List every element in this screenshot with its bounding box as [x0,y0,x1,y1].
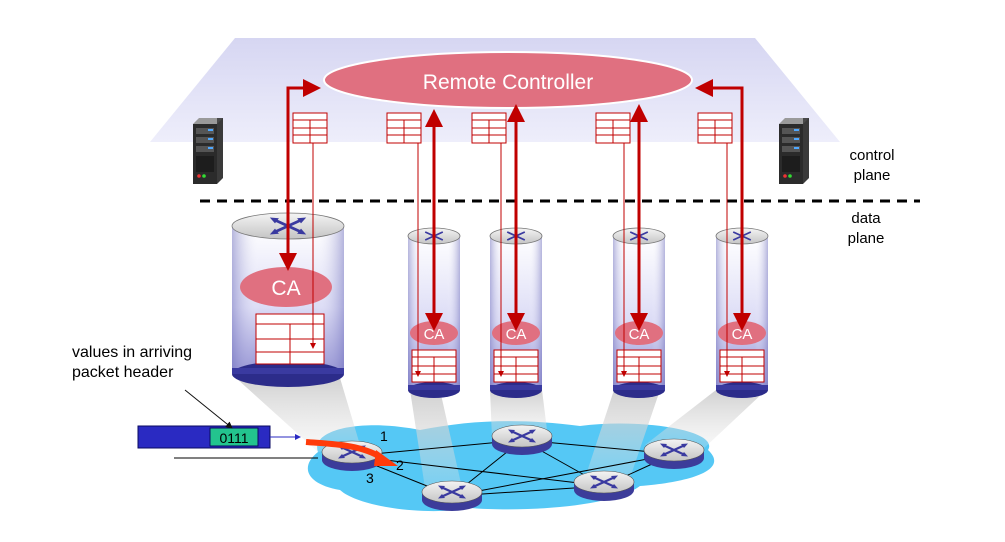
annotation-line2: packet header [72,364,174,381]
controller-flow-table [292,112,328,144]
annotation-line1: values in arriving [72,344,192,361]
packet-header-value: 0111 [219,430,248,446]
controller-flow-table [471,112,507,144]
router-icon [642,437,706,471]
projection-beam [645,390,766,450]
server-icon [193,118,223,184]
remote-controller-label: Remote Controller [423,71,593,94]
control-agent [410,321,458,345]
data-plane-label-line1: data [851,210,881,227]
port-2-label: 2 [396,457,404,473]
router-icon [420,479,484,513]
flow-table [255,313,325,365]
port-1-label: 1 [380,428,388,444]
annotation-arrow [184,389,233,429]
flow-table [411,349,457,383]
control-plane-label-line2: plane [854,167,891,184]
server-icon [779,118,809,184]
controller-flow-table [595,112,631,144]
control-agent-label: CA [271,277,300,300]
projection-beam [236,378,360,452]
control-agent-label: CA [732,326,753,343]
controller-flow-table [697,112,733,144]
projection-beam [585,390,660,478]
control-agent [240,267,332,307]
control-channels [279,79,751,377]
data-plane-label-line2: plane [848,230,885,247]
router-icon [572,469,636,503]
port-3-label: 3 [366,470,374,486]
control-agent-label: CA [424,326,445,343]
control-agent [615,321,663,345]
router-icon [490,423,554,457]
packet-header-field [209,427,259,447]
controller-flow-table [386,112,422,144]
control-agent-label: CA [506,326,527,343]
control-agent-label: CA [629,326,650,343]
projection-beam [410,390,462,488]
control-plane-label-line1: control [849,147,894,164]
forwarding-arrowhead [374,450,398,466]
control-agent [492,321,540,345]
